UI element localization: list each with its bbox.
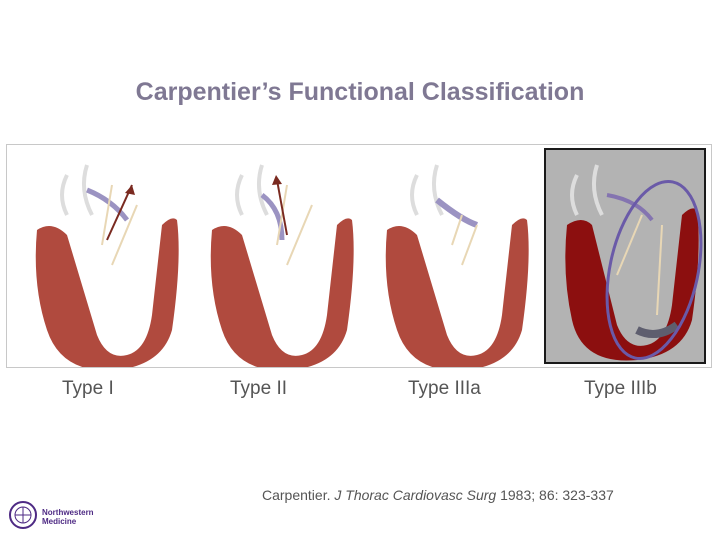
label-type-i: Type I bbox=[62, 378, 114, 399]
label-type-iiib: Type IIIb bbox=[584, 378, 657, 399]
heart-valve-illustrations bbox=[35, 148, 706, 367]
slide-title: Carpentier’s Functional Classification bbox=[135, 78, 585, 106]
citation-authors: Carpentier. bbox=[262, 487, 331, 503]
heart-diagram-type-i bbox=[35, 164, 179, 367]
heart-diagram-type-iiib bbox=[544, 148, 706, 364]
highlight-ellipse bbox=[605, 179, 703, 361]
heart-diagram-type-ii bbox=[210, 164, 354, 367]
figure-panel bbox=[6, 144, 712, 368]
logo-line-1: Northwestern bbox=[42, 508, 94, 517]
seal-icon bbox=[9, 501, 37, 529]
heart-diagram-type-iiia bbox=[385, 164, 529, 367]
label-type-iiia: Type IIIa bbox=[408, 378, 481, 399]
logo-line-2: Medicine bbox=[42, 517, 77, 526]
northwestern-medicine-logo: Northwestern Medicine bbox=[8, 500, 118, 534]
citation-details: 1983; 86: 323-337 bbox=[500, 487, 614, 503]
label-type-ii: Type II bbox=[230, 378, 288, 399]
citation: Carpentier. J Thorac Cardiovasc Surg 198… bbox=[262, 487, 614, 503]
citation-journal: J Thorac Cardiovasc Surg bbox=[334, 487, 497, 503]
